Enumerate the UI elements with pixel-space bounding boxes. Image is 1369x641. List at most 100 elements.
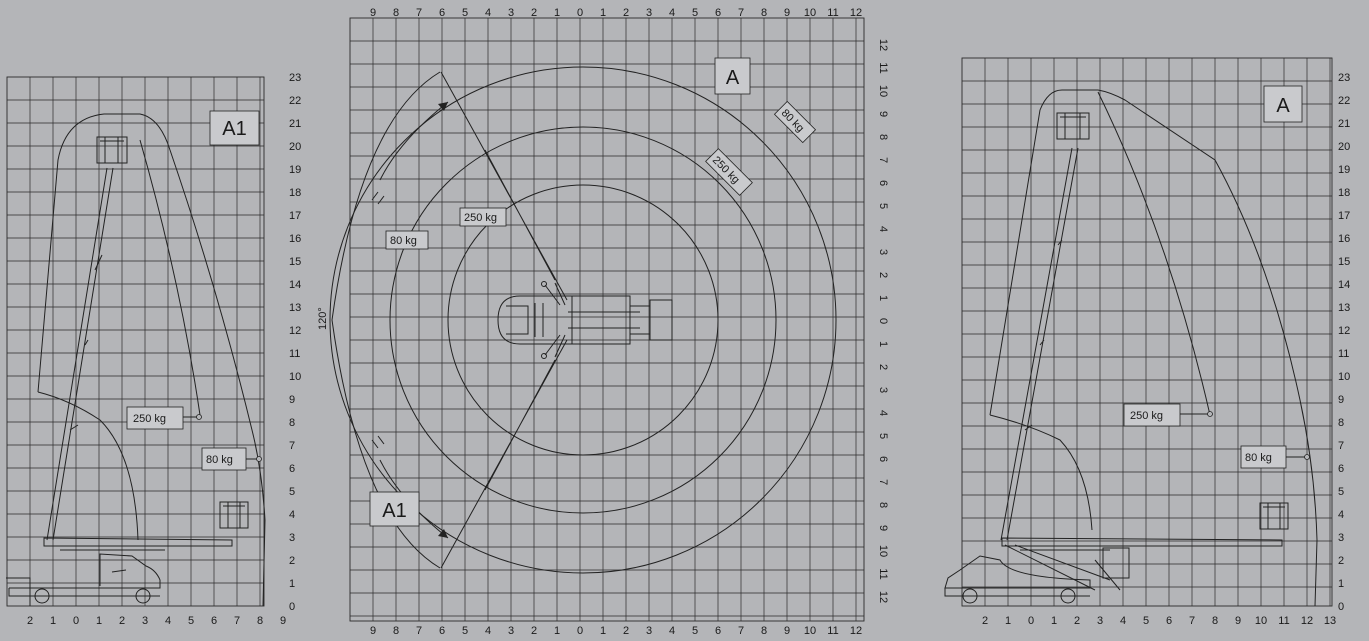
y-tick-label: 13 xyxy=(289,302,301,314)
right-frame xyxy=(961,57,1333,607)
left-outer-envelope xyxy=(37,113,266,607)
left-grid xyxy=(7,77,264,606)
left-truck xyxy=(6,553,161,606)
left-load-label-250: 250 kg xyxy=(126,406,202,430)
right-tick-label: 1 xyxy=(877,341,889,347)
x-tick-label: 8 xyxy=(1212,615,1218,627)
x-tick-label: 9 xyxy=(1235,615,1241,627)
top-tick-label: 12 xyxy=(850,7,862,19)
right-basket-top xyxy=(1056,112,1090,140)
center-zone-label-a: A xyxy=(714,57,751,95)
left-zone-label: A1 xyxy=(209,110,260,146)
x-tick-label: 1 xyxy=(1051,615,1057,627)
left-boom xyxy=(46,167,114,541)
bottom-tick-label: 10 xyxy=(804,625,816,637)
svg-text:250 kg: 250 kg xyxy=(133,413,166,425)
right-tick-label: 8 xyxy=(877,134,889,140)
y-tick-label: 21 xyxy=(1338,118,1350,130)
bottom-tick-label: 9 xyxy=(370,625,376,637)
svg-text:80 kg: 80 kg xyxy=(1245,452,1272,464)
right-load-label-250: 250 kg xyxy=(1123,403,1213,427)
y-tick-label: 5 xyxy=(1338,486,1344,498)
top-tick-label: 9 xyxy=(370,7,376,19)
bottom-tick-label: 5 xyxy=(462,625,468,637)
sector-angle-label: 120° xyxy=(317,307,329,330)
svg-text:A1: A1 xyxy=(222,118,246,140)
right-tick-label: 7 xyxy=(877,479,889,485)
circle-80kg-outer xyxy=(329,66,837,574)
y-tick-label: 10 xyxy=(289,371,301,383)
x-tick-label: 1 xyxy=(50,615,56,627)
top-tick-label: 0 xyxy=(577,7,583,19)
right-tick-label: 11 xyxy=(877,62,889,73)
y-tick-label: 13 xyxy=(1338,302,1350,314)
x-tick-label: 2 xyxy=(982,615,988,627)
y-tick-label: 5 xyxy=(289,486,295,498)
y-tick-label: 9 xyxy=(289,394,295,406)
right-horizontal-boom xyxy=(1001,537,1283,551)
x-tick-label: 10 xyxy=(1255,615,1267,627)
right-tick-label: 4 xyxy=(877,410,889,416)
sector-arrows xyxy=(371,101,449,539)
svg-text:A: A xyxy=(726,67,740,89)
top-tick-label: 6 xyxy=(715,7,721,19)
top-tick-label: 11 xyxy=(827,7,838,19)
top-tick-label: 6 xyxy=(439,7,445,19)
right-grid xyxy=(962,58,1332,606)
x-tick-label: 9 xyxy=(280,615,286,627)
top-tick-label: 5 xyxy=(692,7,698,19)
right-basket-low xyxy=(1102,547,1130,579)
right-tick-label: 9 xyxy=(877,525,889,531)
y-tick-label: 22 xyxy=(1338,95,1350,107)
bottom-tick-label: 12 xyxy=(850,625,862,637)
right-tick-label: 6 xyxy=(877,180,889,186)
x-tick-label: 7 xyxy=(234,615,240,627)
y-tick-label: 23 xyxy=(289,72,301,84)
right-outer-envelope xyxy=(989,89,1318,607)
top-tick-label: 3 xyxy=(646,7,652,19)
center-load-label-80: 80 kg xyxy=(385,230,429,250)
y-tick-label: 2 xyxy=(1338,555,1344,567)
right-tick-label: 11 xyxy=(877,568,889,579)
right-tick-label: 3 xyxy=(877,387,889,393)
bottom-tick-label: 4 xyxy=(669,625,675,637)
bottom-tick-label: 0 xyxy=(577,625,583,637)
truck-top-view xyxy=(497,281,673,359)
right-boom xyxy=(1000,147,1079,541)
y-tick-label: 15 xyxy=(289,256,301,268)
y-tick-label: 19 xyxy=(289,164,301,176)
y-tick-label: 17 xyxy=(289,210,301,222)
x-tick-label: 6 xyxy=(1166,615,1172,627)
right-mid-envelope xyxy=(1097,91,1211,416)
y-tick-label: 14 xyxy=(289,279,301,291)
top-tick-label: 7 xyxy=(738,7,744,19)
left-basket-top xyxy=(96,136,128,164)
right-tick-label: 1 xyxy=(877,295,889,301)
bottom-tick-label: 6 xyxy=(715,625,721,637)
right-tick-label: 12 xyxy=(877,39,889,51)
y-tick-label: 6 xyxy=(1338,463,1344,475)
x-tick-label: 11 xyxy=(1278,615,1289,627)
right-inner-envelope xyxy=(989,414,1093,531)
y-tick-label: 3 xyxy=(1338,532,1344,544)
top-tick-label: 5 xyxy=(462,7,468,19)
right-zone-label: A xyxy=(1263,85,1303,123)
center-frame xyxy=(349,17,865,622)
bottom-tick-label: 3 xyxy=(646,625,652,637)
bottom-tick-label: 3 xyxy=(508,625,514,637)
top-tick-label: 10 xyxy=(804,7,816,19)
y-tick-label: 4 xyxy=(289,509,295,521)
svg-text:80 kg: 80 kg xyxy=(390,235,417,247)
right-tick-label: 12 xyxy=(877,591,889,603)
y-tick-label: 19 xyxy=(1338,164,1350,176)
y-tick-label: 20 xyxy=(289,141,301,153)
y-tick-label: 17 xyxy=(1338,210,1350,222)
bottom-tick-label: 8 xyxy=(393,625,399,637)
bottom-tick-label: 9 xyxy=(784,625,790,637)
x-tick-label: 4 xyxy=(165,615,171,627)
center-zone-label-a1: A1 xyxy=(369,491,420,527)
svg-text:A: A xyxy=(1276,95,1290,117)
